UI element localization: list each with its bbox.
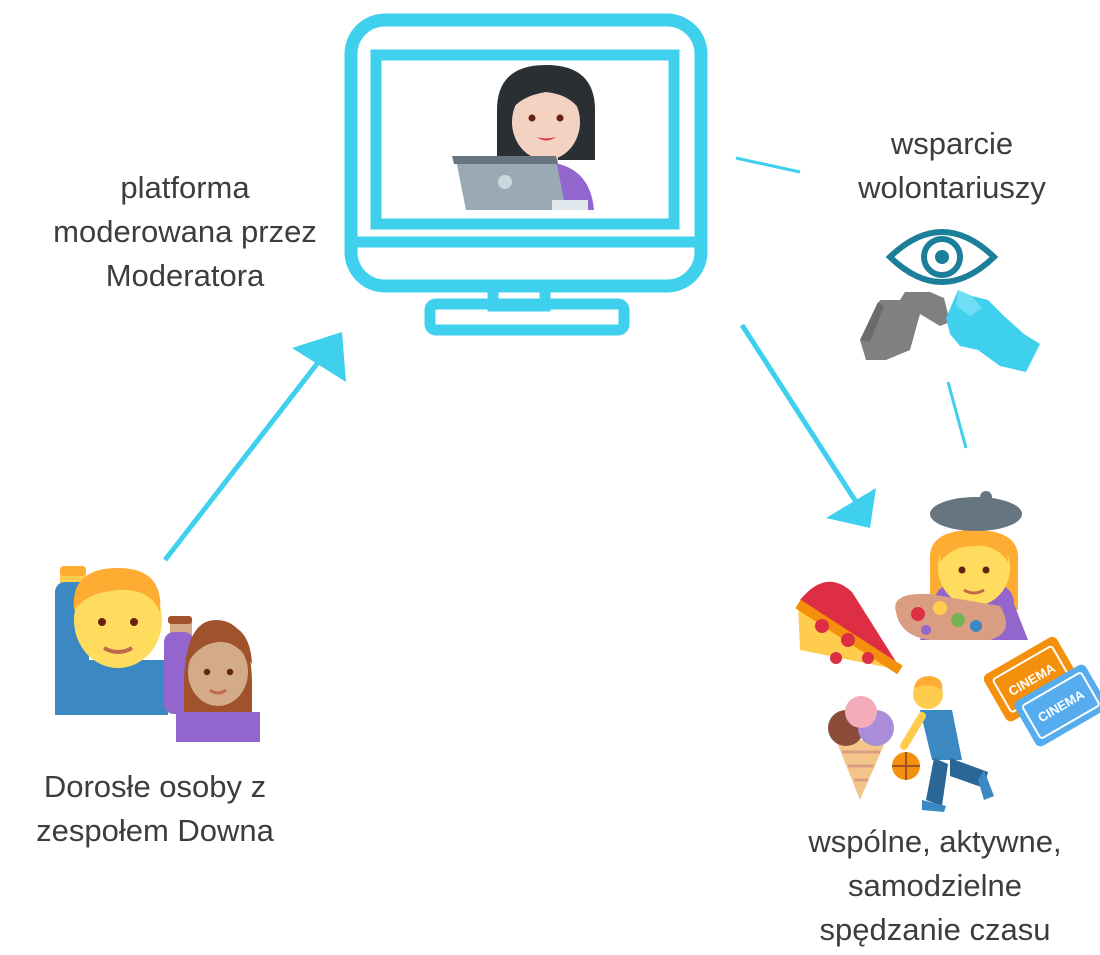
activities-label-line: samodzielne — [847, 868, 1023, 903]
moderator-woman-icon — [452, 65, 595, 210]
volunteer-support-icons — [860, 229, 1040, 372]
adults-label-line: zespołem Downa — [36, 813, 274, 848]
pizza-icon — [795, 581, 903, 675]
line-support-to-activities — [946, 381, 968, 449]
arrow-adults-to-platform — [163, 358, 322, 562]
woman-artist-icon — [895, 491, 1028, 640]
line-support-to-platform — [735, 156, 801, 174]
woman-raising-hand-icon — [164, 616, 260, 742]
platform-label-line: platforma — [120, 170, 250, 205]
connectors — [163, 156, 968, 562]
activities-label-line: spędzanie czasu — [819, 912, 1051, 947]
helping-hands-icon — [860, 290, 1040, 372]
adults-label-line: Dorosłe osoby z — [43, 769, 267, 804]
adults-label: Dorosłe osoby z zespołem Downa — [0, 765, 310, 853]
platform-label: platforma moderowana przez Moderatora — [20, 166, 350, 298]
support-label: wsparcie wolontariuszy — [822, 122, 1082, 210]
activities-label-line: wspólne, aktywne, — [808, 824, 1062, 859]
arrowhead-activities — [826, 488, 876, 528]
activities-label: wspólne, aktywne, samodzielne spędzanie … — [770, 820, 1100, 952]
basketball-player-icon — [892, 676, 994, 812]
computer-monitor-with-moderator-icon — [344, 13, 708, 336]
cinema-tickets-icon: CINEMA CINEMA — [983, 636, 1100, 747]
arrowhead-platform — [292, 332, 346, 382]
support-label-line: wsparcie — [890, 126, 1014, 161]
activities-group-icon: CINEMA CINEMA — [795, 491, 1100, 812]
eye-icon — [885, 229, 999, 285]
adults-group-icon — [55, 566, 260, 742]
man-raising-hand-icon — [55, 566, 168, 715]
ice-cream-icon — [828, 696, 894, 800]
support-label-line: wolontariuszy — [858, 170, 1046, 205]
platform-label-line: moderowana przez — [53, 214, 317, 249]
arrow-platform-to-activities — [739, 323, 863, 510]
platform-label-line: Moderatora — [105, 258, 265, 293]
